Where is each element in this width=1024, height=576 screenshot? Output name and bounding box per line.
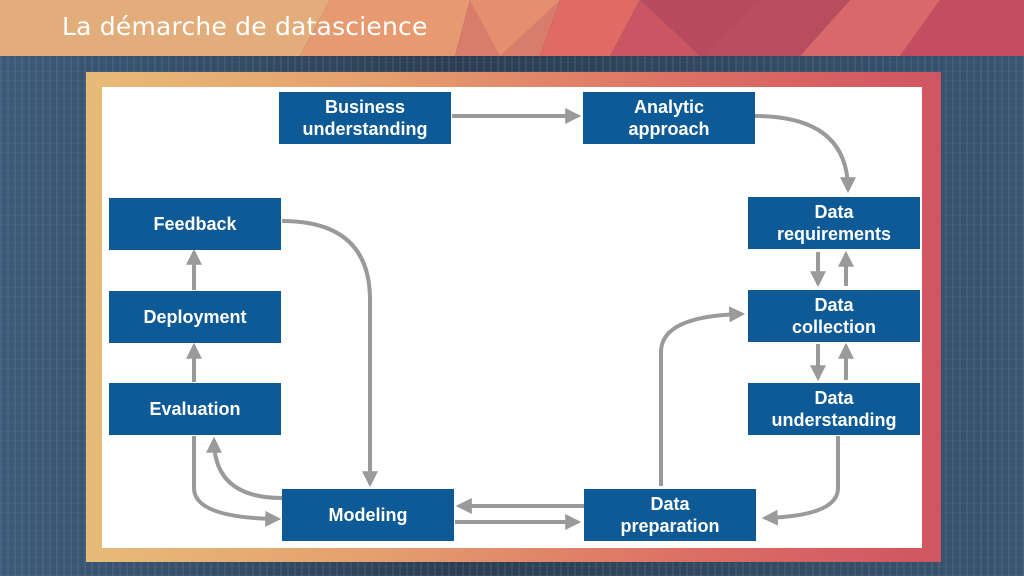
- node-deployment: Deployment: [109, 291, 281, 343]
- arrow-evaluation-to-modeling: [192, 436, 282, 527]
- node-data-collection: Data collection: [748, 290, 920, 342]
- node-modeling: Modeling: [282, 489, 454, 541]
- arrow-feedback-to-modeling: [281, 219, 378, 488]
- node-data-preparation: Data preparation: [584, 489, 756, 541]
- arrow-preparation-to-collection: [659, 306, 746, 486]
- node-data-understanding: Data understanding: [748, 383, 920, 435]
- node-feedback: Feedback: [109, 198, 281, 250]
- node-analytic-approach: Analytic approach: [583, 92, 755, 144]
- node-business-understanding: Business understanding: [279, 92, 451, 144]
- title-banner: La démarche de datascience: [0, 0, 1024, 56]
- node-evaluation: Evaluation: [109, 383, 281, 435]
- arrow-understanding-to-preparation: [761, 436, 840, 526]
- node-data-requirements: Data requirements: [748, 197, 920, 249]
- arrow-analytic-to-requirements: [754, 114, 856, 194]
- slide-title: La démarche de datascience: [62, 12, 428, 41]
- arrow-modeling-to-evaluation: [206, 436, 283, 500]
